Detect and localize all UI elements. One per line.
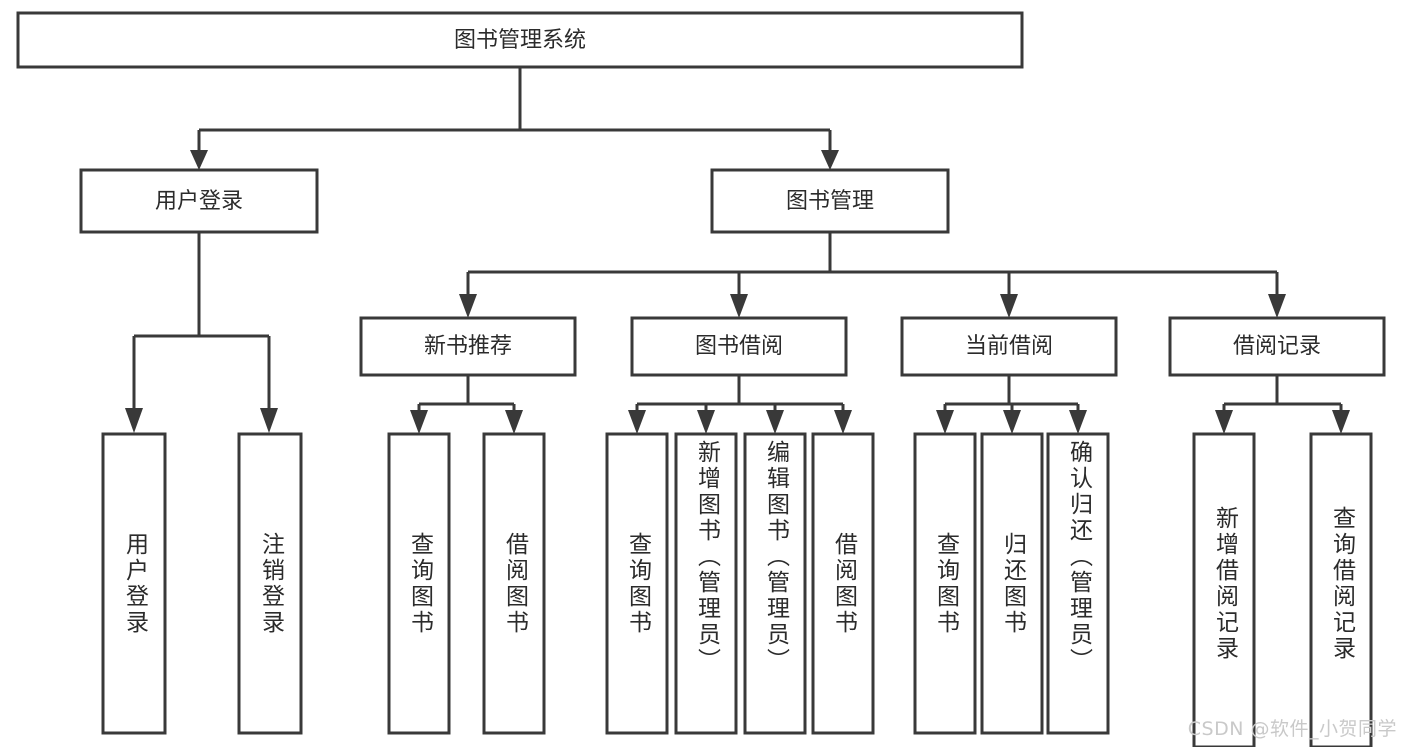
node-leaf-edit-book[interactable] [743, 432, 807, 735]
node-book-manage[interactable] [710, 168, 950, 234]
node-borrow-record[interactable] [1168, 316, 1386, 377]
arrow-bookborrow-leaf2-icon [697, 410, 715, 434]
arrow-bookborrow-leaf3-icon [766, 410, 784, 434]
node-user-login[interactable] [79, 168, 319, 234]
arrow-to-new-book-recommend-icon [459, 294, 477, 318]
node-leaf-borrow-book-2[interactable] [811, 432, 875, 735]
arrow-root-to-book-manage-icon [821, 150, 839, 170]
node-leaf-return-book[interactable] [980, 432, 1044, 735]
node-current-borrow[interactable] [900, 316, 1118, 377]
label-user-login: 用户登录 [155, 189, 243, 214]
arrow-userlogin-leaf1-icon [125, 408, 143, 433]
label-book-manage: 图书管理 [786, 189, 874, 214]
node-root[interactable] [16, 11, 1024, 69]
label-borrow-record: 借阅记录 [1233, 334, 1321, 359]
node-leaf-user-login[interactable] [101, 432, 167, 735]
node-leaf-add-book[interactable] [674, 432, 738, 735]
node-leaf-query-book-3[interactable] [913, 432, 977, 735]
node-leaf-borrow-book-1[interactable] [482, 432, 546, 735]
arrow-root-to-user-login-icon [190, 150, 208, 170]
arrow-currentborrow-leaf3-icon [1069, 410, 1087, 434]
node-leaf-query-book-2[interactable] [605, 432, 669, 735]
arrow-borrowrecord-leaf2-icon [1332, 410, 1350, 434]
node-book-borrow[interactable] [630, 316, 848, 377]
arrow-to-book-borrow-icon [730, 294, 748, 318]
arrow-currentborrow-leaf1-icon [936, 410, 954, 434]
label-root: 图书管理系统 [454, 28, 586, 53]
node-layer [16, 11, 1386, 747]
arrow-userlogin-leaf2-icon [260, 408, 278, 433]
label-book-borrow: 图书借阅 [695, 334, 783, 359]
arrow-currentborrow-leaf2-icon [1003, 410, 1021, 434]
node-leaf-query-record[interactable] [1309, 432, 1373, 747]
arrow-bookborrow-leaf1-icon [628, 410, 646, 434]
arrow-borrowrecord-leaf1-icon [1215, 410, 1233, 434]
node-new-book-recommend[interactable] [359, 316, 577, 377]
connector-layer [125, 67, 1350, 434]
arrow-newbook-leaf1-icon [410, 410, 428, 434]
node-leaf-add-record[interactable] [1192, 432, 1256, 747]
arrow-to-current-borrow-icon [1000, 294, 1018, 318]
label-current-borrow: 当前借阅 [965, 334, 1053, 359]
node-leaf-confirm-return[interactable] [1046, 432, 1110, 735]
node-leaf-query-book-1[interactable] [387, 432, 451, 735]
arrow-bookborrow-leaf4-icon [834, 410, 852, 434]
label-new-book-recommend: 新书推荐 [424, 334, 512, 359]
node-leaf-logout-login[interactable] [237, 432, 303, 735]
arrow-to-borrow-record-icon [1268, 294, 1286, 318]
horizontal-label-layer: 图书管理系统 用户登录 图书管理 新书推荐 图书借阅 当前借阅 借阅记录 [155, 28, 1321, 359]
arrow-newbook-leaf2-icon [505, 410, 523, 434]
